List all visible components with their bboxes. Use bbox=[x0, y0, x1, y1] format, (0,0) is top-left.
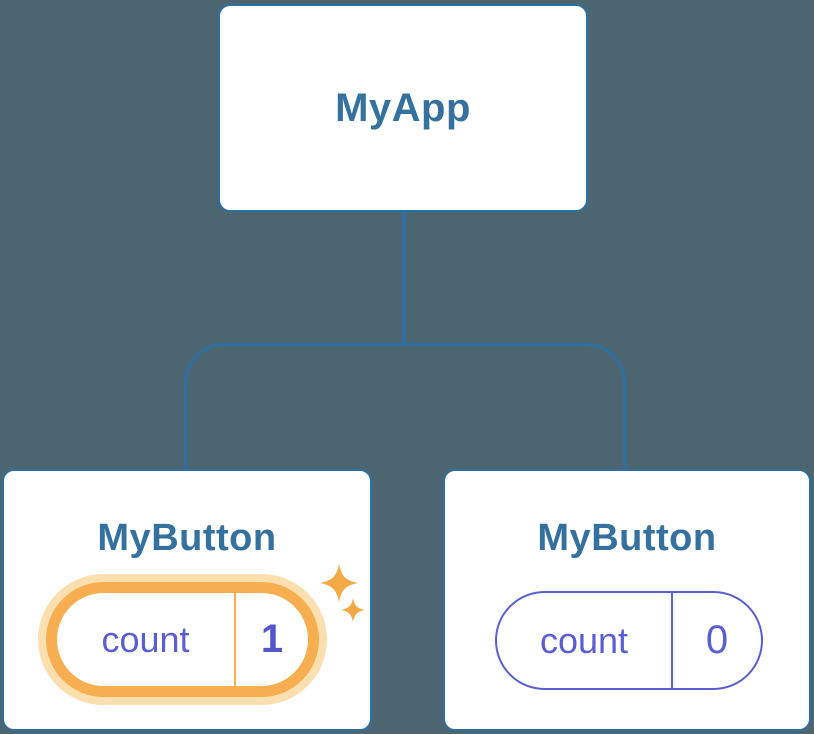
state-pill-plain: count 0 bbox=[495, 591, 763, 690]
connector-branch bbox=[184, 343, 626, 470]
state-value: 0 bbox=[705, 618, 729, 662]
node-myapp-label: MyApp bbox=[335, 85, 471, 130]
state-key: count bbox=[57, 593, 236, 686]
state-pill-highlighted: count 1 bbox=[55, 591, 310, 688]
connector-root-stem bbox=[402, 210, 406, 346]
state-key: count bbox=[497, 593, 673, 688]
node-mybutton-initial: MyButton count 0 bbox=[443, 469, 811, 731]
sparkle-icon-small bbox=[341, 598, 365, 622]
node-mybutton-initial-label: MyButton bbox=[537, 517, 717, 559]
state-value: 1 bbox=[260, 617, 284, 661]
node-myapp: MyApp bbox=[218, 4, 588, 212]
node-mybutton-updated-label: MyButton bbox=[97, 517, 277, 559]
sparkle-icon-large bbox=[320, 564, 358, 602]
node-mybutton-updated: MyButton count 1 bbox=[2, 469, 372, 731]
